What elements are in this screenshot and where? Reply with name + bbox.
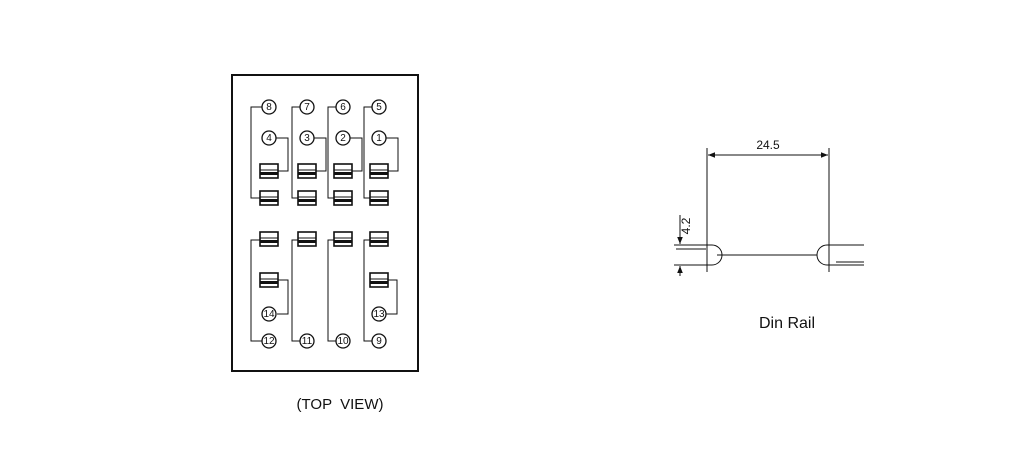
wire-pole-3-nc: [350, 137, 363, 172]
terminal-2-label: 2: [340, 133, 346, 144]
wire-col2-lower: [291, 239, 300, 342]
terminal-1-label: 1: [376, 133, 382, 144]
blade-lower-4: [369, 231, 389, 247]
terminal-11-label: 11: [302, 336, 313, 347]
socket-terminals: 8 7 6 5 4 3 2 1 14 13 12 11 10 9: [261, 99, 387, 349]
terminal-13: 13: [371, 306, 387, 322]
blade-lower-1: [259, 231, 279, 247]
terminal-7-label: 7: [304, 102, 310, 113]
terminal-8: 8: [261, 99, 277, 115]
terminal-13-label: 13: [373, 309, 385, 320]
blade-middle-2: [297, 190, 317, 206]
wire-coil-left-inner: [277, 279, 289, 315]
blade-lower-2: [297, 231, 317, 247]
terminal-8-label: 8: [266, 102, 272, 113]
socket-wiring: [250, 106, 399, 342]
wire-pole-3-common: [327, 106, 336, 199]
wire-pole-2-nc: [314, 137, 327, 172]
top-view-caption: (TOP VIEW): [297, 396, 384, 413]
blade-upper-4: [369, 163, 389, 179]
wire-coil-right: [363, 239, 372, 342]
wire-pole-1-common: [250, 106, 262, 199]
socket-contact-blades: [259, 163, 389, 288]
terminal-3: 3: [299, 130, 315, 146]
blade-middle-3: [333, 190, 353, 206]
terminal-12: 12: [261, 333, 277, 349]
terminal-11: 11: [299, 333, 315, 349]
terminal-10: 10: [335, 333, 351, 349]
wire-col3-lower: [327, 239, 336, 342]
terminal-14-label: 14: [263, 309, 275, 320]
blade-upper-2: [297, 163, 317, 179]
terminal-4-label: 4: [266, 133, 272, 144]
height-dimension-label: 4.2: [679, 217, 693, 234]
terminal-7: 7: [299, 99, 315, 115]
blade-coil-right: [369, 272, 389, 288]
blade-middle-1: [259, 190, 279, 206]
terminal-4: 4: [261, 130, 277, 146]
blade-coil-left: [259, 272, 279, 288]
blade-upper-1: [259, 163, 279, 179]
terminal-6-label: 6: [340, 102, 346, 113]
din-rail-drawing: [674, 148, 864, 276]
terminal-10-label: 10: [337, 336, 349, 347]
terminal-2: 2: [335, 130, 351, 146]
wire-coil-left: [250, 239, 262, 342]
wire-pole-4-common: [363, 106, 372, 199]
terminal-12-label: 12: [263, 336, 275, 347]
socket-top-view: 8 7 6 5 4 3 2 1 14 13 12 11 10 9: [231, 74, 419, 372]
width-dimension-label: 24.5: [756, 138, 780, 152]
blade-middle-4: [369, 190, 389, 206]
rail-left-end: [676, 244, 723, 266]
terminal-1: 1: [371, 130, 387, 146]
terminal-14: 14: [261, 306, 277, 322]
wire-coil-right-inner: [386, 279, 398, 315]
terminal-9: 9: [371, 333, 387, 349]
wire-pole-1-nc: [276, 137, 289, 172]
blade-upper-3: [333, 163, 353, 179]
socket-outline: [231, 74, 419, 372]
din-rail-caption: Din Rail: [759, 315, 815, 332]
blade-lower-3: [333, 231, 353, 247]
terminal-9-label: 9: [376, 336, 382, 347]
wire-pole-2-common: [291, 106, 300, 199]
wire-pole-4-nc: [386, 137, 399, 172]
terminal-5-label: 5: [376, 102, 382, 113]
terminal-3-label: 3: [304, 133, 310, 144]
terminal-5: 5: [371, 99, 387, 115]
terminal-6: 6: [335, 99, 351, 115]
